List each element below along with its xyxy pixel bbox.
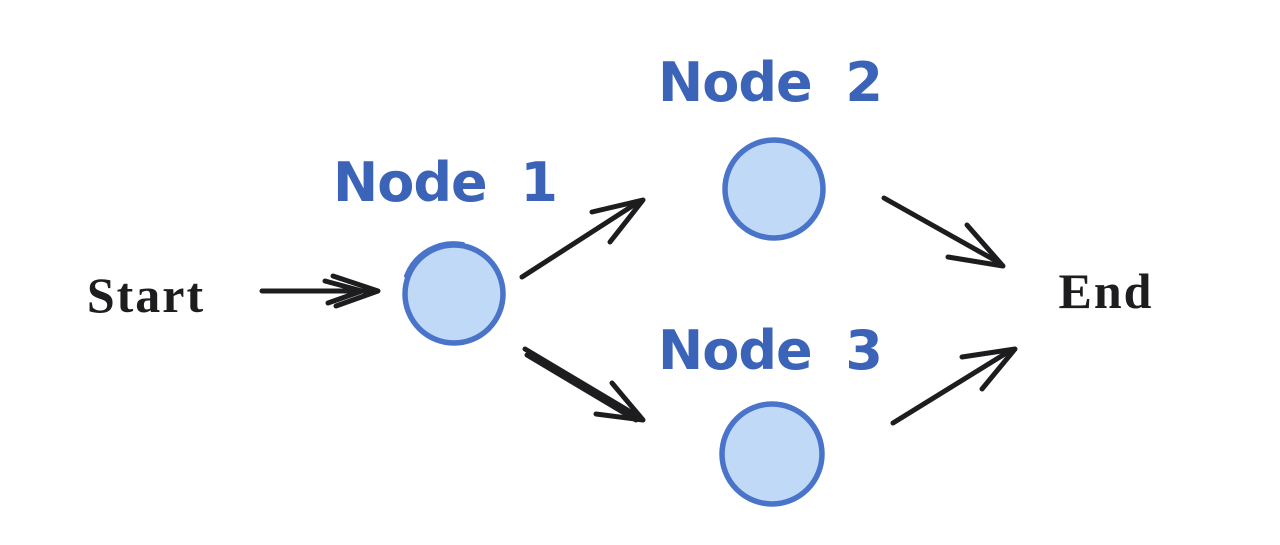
node-1-circle xyxy=(402,241,506,346)
node-1-label: Node 1 xyxy=(333,151,558,214)
edge-node2-to-end xyxy=(881,195,1006,269)
node-3-label: Node 3 xyxy=(658,319,883,382)
node-2-label: Node 2 xyxy=(658,51,883,114)
edge-start-to-node1 xyxy=(259,273,381,309)
end-label: End xyxy=(1058,263,1154,319)
edge-node1-to-node3 xyxy=(522,346,646,423)
edge-node1-to-node2 xyxy=(519,197,646,280)
start-label: Start xyxy=(86,267,206,323)
node-3-circle xyxy=(719,401,825,507)
edge-node3-to-end xyxy=(890,346,1018,426)
node-2-circle xyxy=(722,137,826,241)
